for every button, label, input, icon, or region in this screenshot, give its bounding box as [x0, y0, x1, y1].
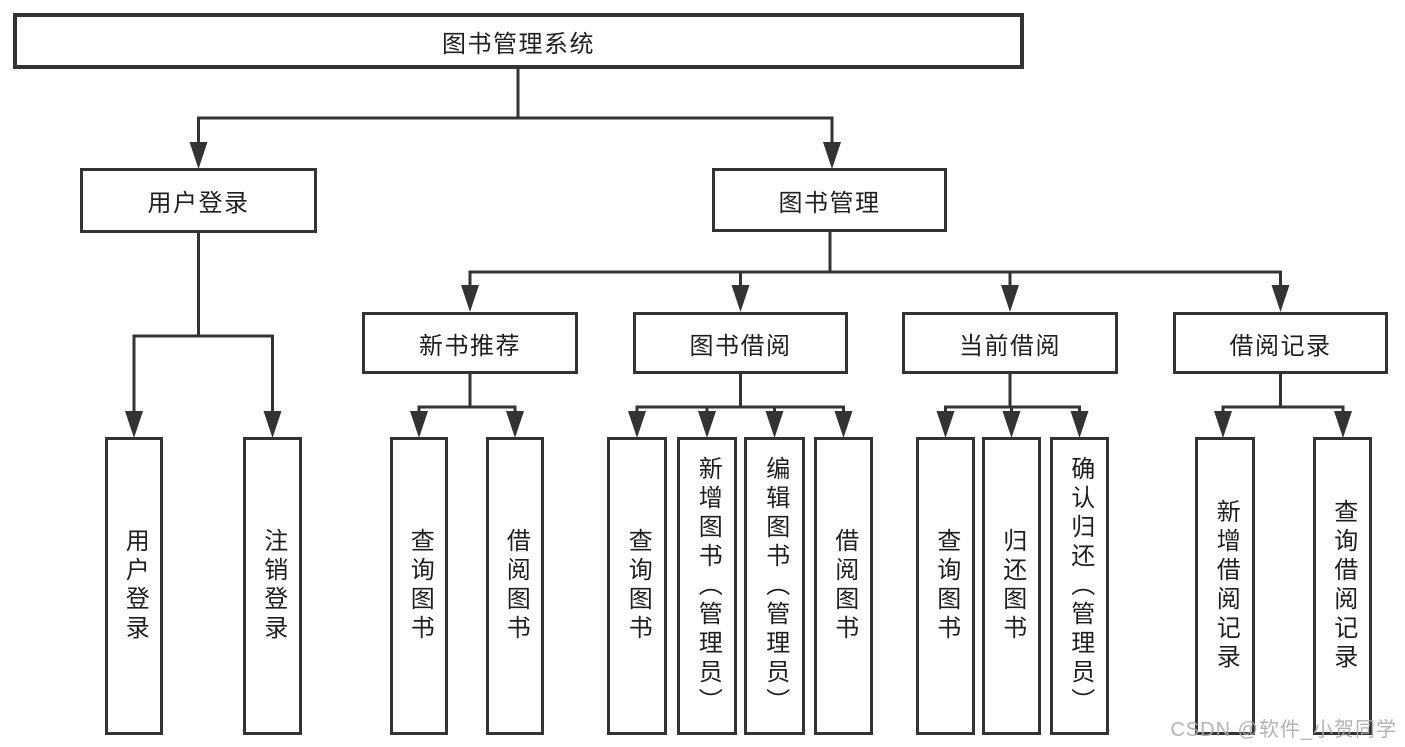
arrowhead-icon	[628, 411, 646, 438]
leaf-label: 查询借阅记录	[1329, 499, 1357, 673]
arrowhead-icon	[189, 142, 208, 169]
arrowhead-icon	[1214, 411, 1232, 438]
arrowhead-icon	[834, 411, 853, 438]
leaf-add-books-admin: 新增图书（管理员）	[677, 437, 737, 735]
connector-bookmgmt-to-level3	[468, 232, 1282, 287]
leaf-confirm-return-admin: 确认归还（管理员）	[1050, 437, 1109, 735]
leaf-user-login: 用户登录	[105, 437, 163, 735]
node-book-borrowing: 图书借阅	[633, 312, 848, 374]
arrowheads	[125, 142, 1352, 438]
node-label: 图书借阅	[689, 332, 792, 360]
leaf-return-books: 归还图书	[982, 437, 1041, 735]
leaf-label: 注销登录	[259, 528, 287, 644]
arrowhead-icon	[461, 285, 479, 312]
arrowhead-icon	[1001, 285, 1019, 312]
node-label: 当前借阅	[959, 332, 1061, 360]
arrowhead-icon	[1002, 411, 1021, 438]
arrowhead-icon	[1334, 411, 1352, 438]
leaf-label: 确认归还（管理员）	[1066, 455, 1094, 717]
node-label: 用户登录	[147, 190, 250, 217]
leaf-label: 新增借阅记录	[1212, 499, 1240, 673]
node-new-book-recommend: 新书推荐	[362, 312, 578, 374]
connector-records-to-leaves	[1221, 374, 1345, 413]
node-root-system: 图书管理系统	[13, 13, 1024, 69]
leaf-label: 编辑图书（管理员）	[761, 455, 789, 717]
arrowhead-icon	[1271, 285, 1290, 312]
leaf-query-borrow-record: 查询借阅记录	[1313, 437, 1372, 735]
arrowhead-icon	[731, 285, 750, 312]
arrowhead-icon	[936, 411, 955, 438]
node-label: 图书管理	[778, 189, 881, 217]
arrowhead-icon	[506, 411, 524, 438]
leaf-query-books-borrowing: 查询图书	[607, 437, 667, 735]
connector-userlogin-to-leaves	[132, 233, 274, 413]
node-label: 新书推荐	[419, 332, 521, 360]
leaf-query-books-current: 查询图书	[916, 437, 975, 735]
connector-current-to-leaves	[944, 374, 1081, 413]
leaf-label: 归还图书	[998, 528, 1026, 644]
node-book-management-branch: 图书管理	[712, 168, 947, 232]
arrowhead-icon	[263, 411, 282, 438]
leaf-query-books-newrec: 查询图书	[390, 437, 448, 735]
leaf-edit-books-admin: 编辑图书（管理员）	[744, 437, 805, 735]
node-borrowing-records: 借阅记录	[1173, 312, 1388, 374]
arrowhead-icon	[125, 411, 143, 438]
csdn-watermark: CSDN @软件_小贺同学	[1170, 719, 1397, 741]
node-label: 图书管理系统	[442, 30, 595, 58]
leaf-label: 查询图书	[624, 528, 652, 644]
leaf-borrow-books-borrowing: 借阅图书	[814, 437, 873, 735]
leaf-label: 借阅图书	[502, 528, 530, 644]
node-current-borrowing: 当前借阅	[902, 312, 1118, 374]
node-user-login-branch: 用户登录	[80, 168, 317, 233]
arrowhead-icon	[410, 411, 428, 438]
leaf-logout: 注销登录	[243, 437, 302, 735]
leaf-label: 借阅图书	[830, 528, 858, 644]
leaf-add-borrow-record: 新增借阅记录	[1195, 437, 1255, 735]
connector-newbook-to-leaves	[417, 374, 517, 413]
node-label: 借阅记录	[1229, 332, 1332, 360]
leaf-borrow-books-newrec: 借阅图书	[486, 437, 544, 735]
connector-root-to-level2	[197, 69, 834, 144]
arrowhead-icon	[1070, 411, 1089, 438]
arrowhead-icon	[823, 142, 841, 169]
leaf-label: 新增图书（管理员）	[694, 455, 722, 717]
leaf-label: 查询图书	[932, 528, 960, 644]
arrowhead-icon	[698, 411, 716, 438]
arrowhead-icon	[765, 411, 784, 438]
leaf-label: 用户登录	[121, 528, 149, 644]
connector-borrowing-to-leaves	[635, 374, 845, 413]
leaf-label: 查询图书	[406, 528, 434, 644]
